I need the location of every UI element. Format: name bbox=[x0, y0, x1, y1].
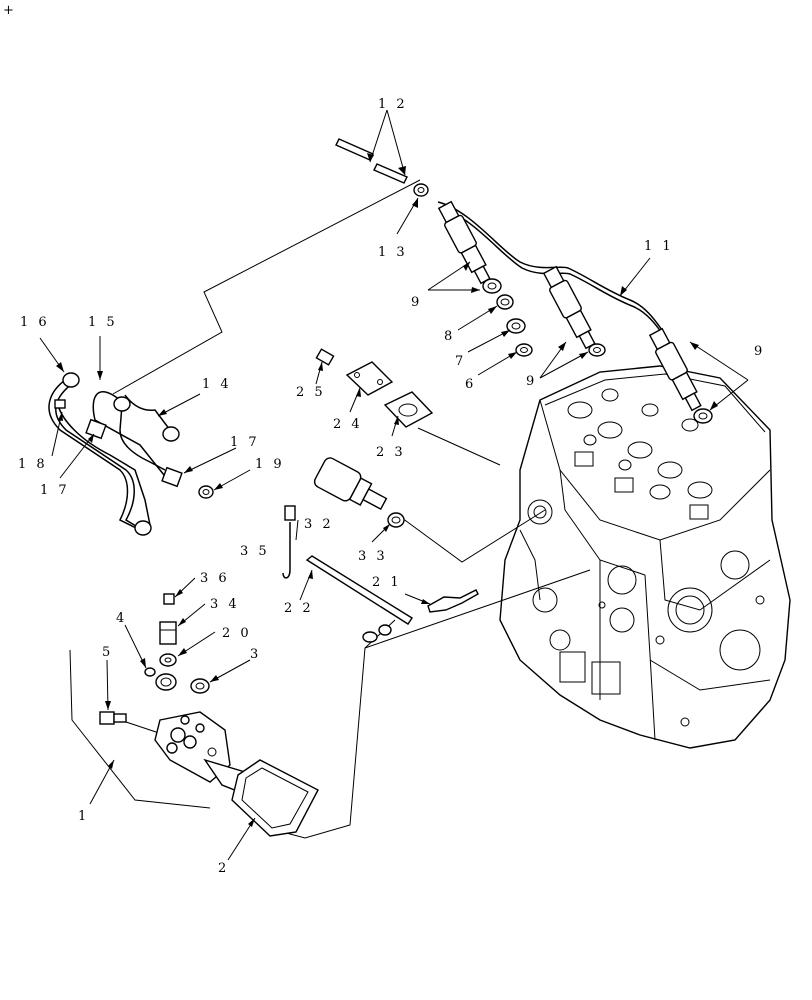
callout-34: 3 4 bbox=[210, 597, 240, 612]
fuel-injectors bbox=[437, 200, 702, 412]
callout-4: 4 bbox=[116, 611, 127, 626]
callout-25: 2 5 bbox=[296, 385, 326, 400]
callout-2: 2 bbox=[218, 861, 229, 876]
callout-17-b: 1 7 bbox=[230, 435, 260, 450]
callout-20: 2 0 bbox=[222, 626, 252, 641]
callout-8: 8 bbox=[444, 329, 455, 344]
callout-15: 1 5 bbox=[88, 315, 118, 330]
callout-labels: 1 2 1 1 1 3 9 8 7 6 9 9 1 6 1 5 1 4 2 5 … bbox=[18, 97, 765, 876]
callout-19: 1 9 bbox=[255, 457, 285, 472]
injection-lines bbox=[48, 372, 214, 536]
callout-11: 1 1 bbox=[644, 239, 674, 254]
washers-and-sleeves bbox=[482, 278, 713, 424]
callout-5: 5 bbox=[102, 645, 113, 660]
callout-36: 3 6 bbox=[200, 571, 230, 586]
callout-22: 2 2 bbox=[284, 601, 314, 616]
clip-spring bbox=[282, 505, 296, 579]
callout-23: 2 3 bbox=[376, 445, 406, 460]
callout-1: 1 bbox=[78, 809, 89, 824]
nut-13 bbox=[413, 183, 429, 197]
dowel-pins bbox=[335, 138, 408, 184]
callout-9-b: 9 bbox=[526, 374, 537, 389]
callout-33: 3 3 bbox=[358, 549, 388, 564]
pump-gasket bbox=[231, 759, 319, 837]
callout-6: 6 bbox=[465, 377, 476, 392]
corner-mark: + bbox=[3, 3, 17, 18]
callout-12: 1 2 bbox=[378, 97, 408, 112]
callout-32: 3 2 bbox=[304, 517, 334, 532]
stop-solenoid bbox=[313, 457, 405, 528]
cover-plate-assembly bbox=[315, 348, 434, 428]
pump-fittings bbox=[144, 593, 210, 694]
callout-18: 1 8 bbox=[18, 457, 48, 472]
callout-arrows bbox=[39, 109, 749, 861]
callout-7: 7 bbox=[455, 354, 466, 369]
callout-24: 2 4 bbox=[333, 417, 363, 432]
callout-21: 2 1 bbox=[372, 575, 402, 590]
bolt-5 bbox=[99, 711, 127, 725]
leader-lines bbox=[69, 179, 591, 839]
engine-block bbox=[499, 365, 791, 749]
callout-9-c: 9 bbox=[754, 344, 765, 359]
leak-off-pipe bbox=[437, 201, 665, 337]
callout-17-a: 1 7 bbox=[40, 483, 70, 498]
callout-14: 1 4 bbox=[202, 377, 232, 392]
callout-3: 3 bbox=[250, 647, 261, 662]
callout-9-a: 9 bbox=[411, 295, 422, 310]
callout-35: 3 5 bbox=[240, 544, 270, 559]
callout-13: 1 3 bbox=[378, 245, 408, 260]
callout-16: 1 6 bbox=[20, 315, 50, 330]
bracket-and-glow-plug bbox=[305, 555, 479, 643]
